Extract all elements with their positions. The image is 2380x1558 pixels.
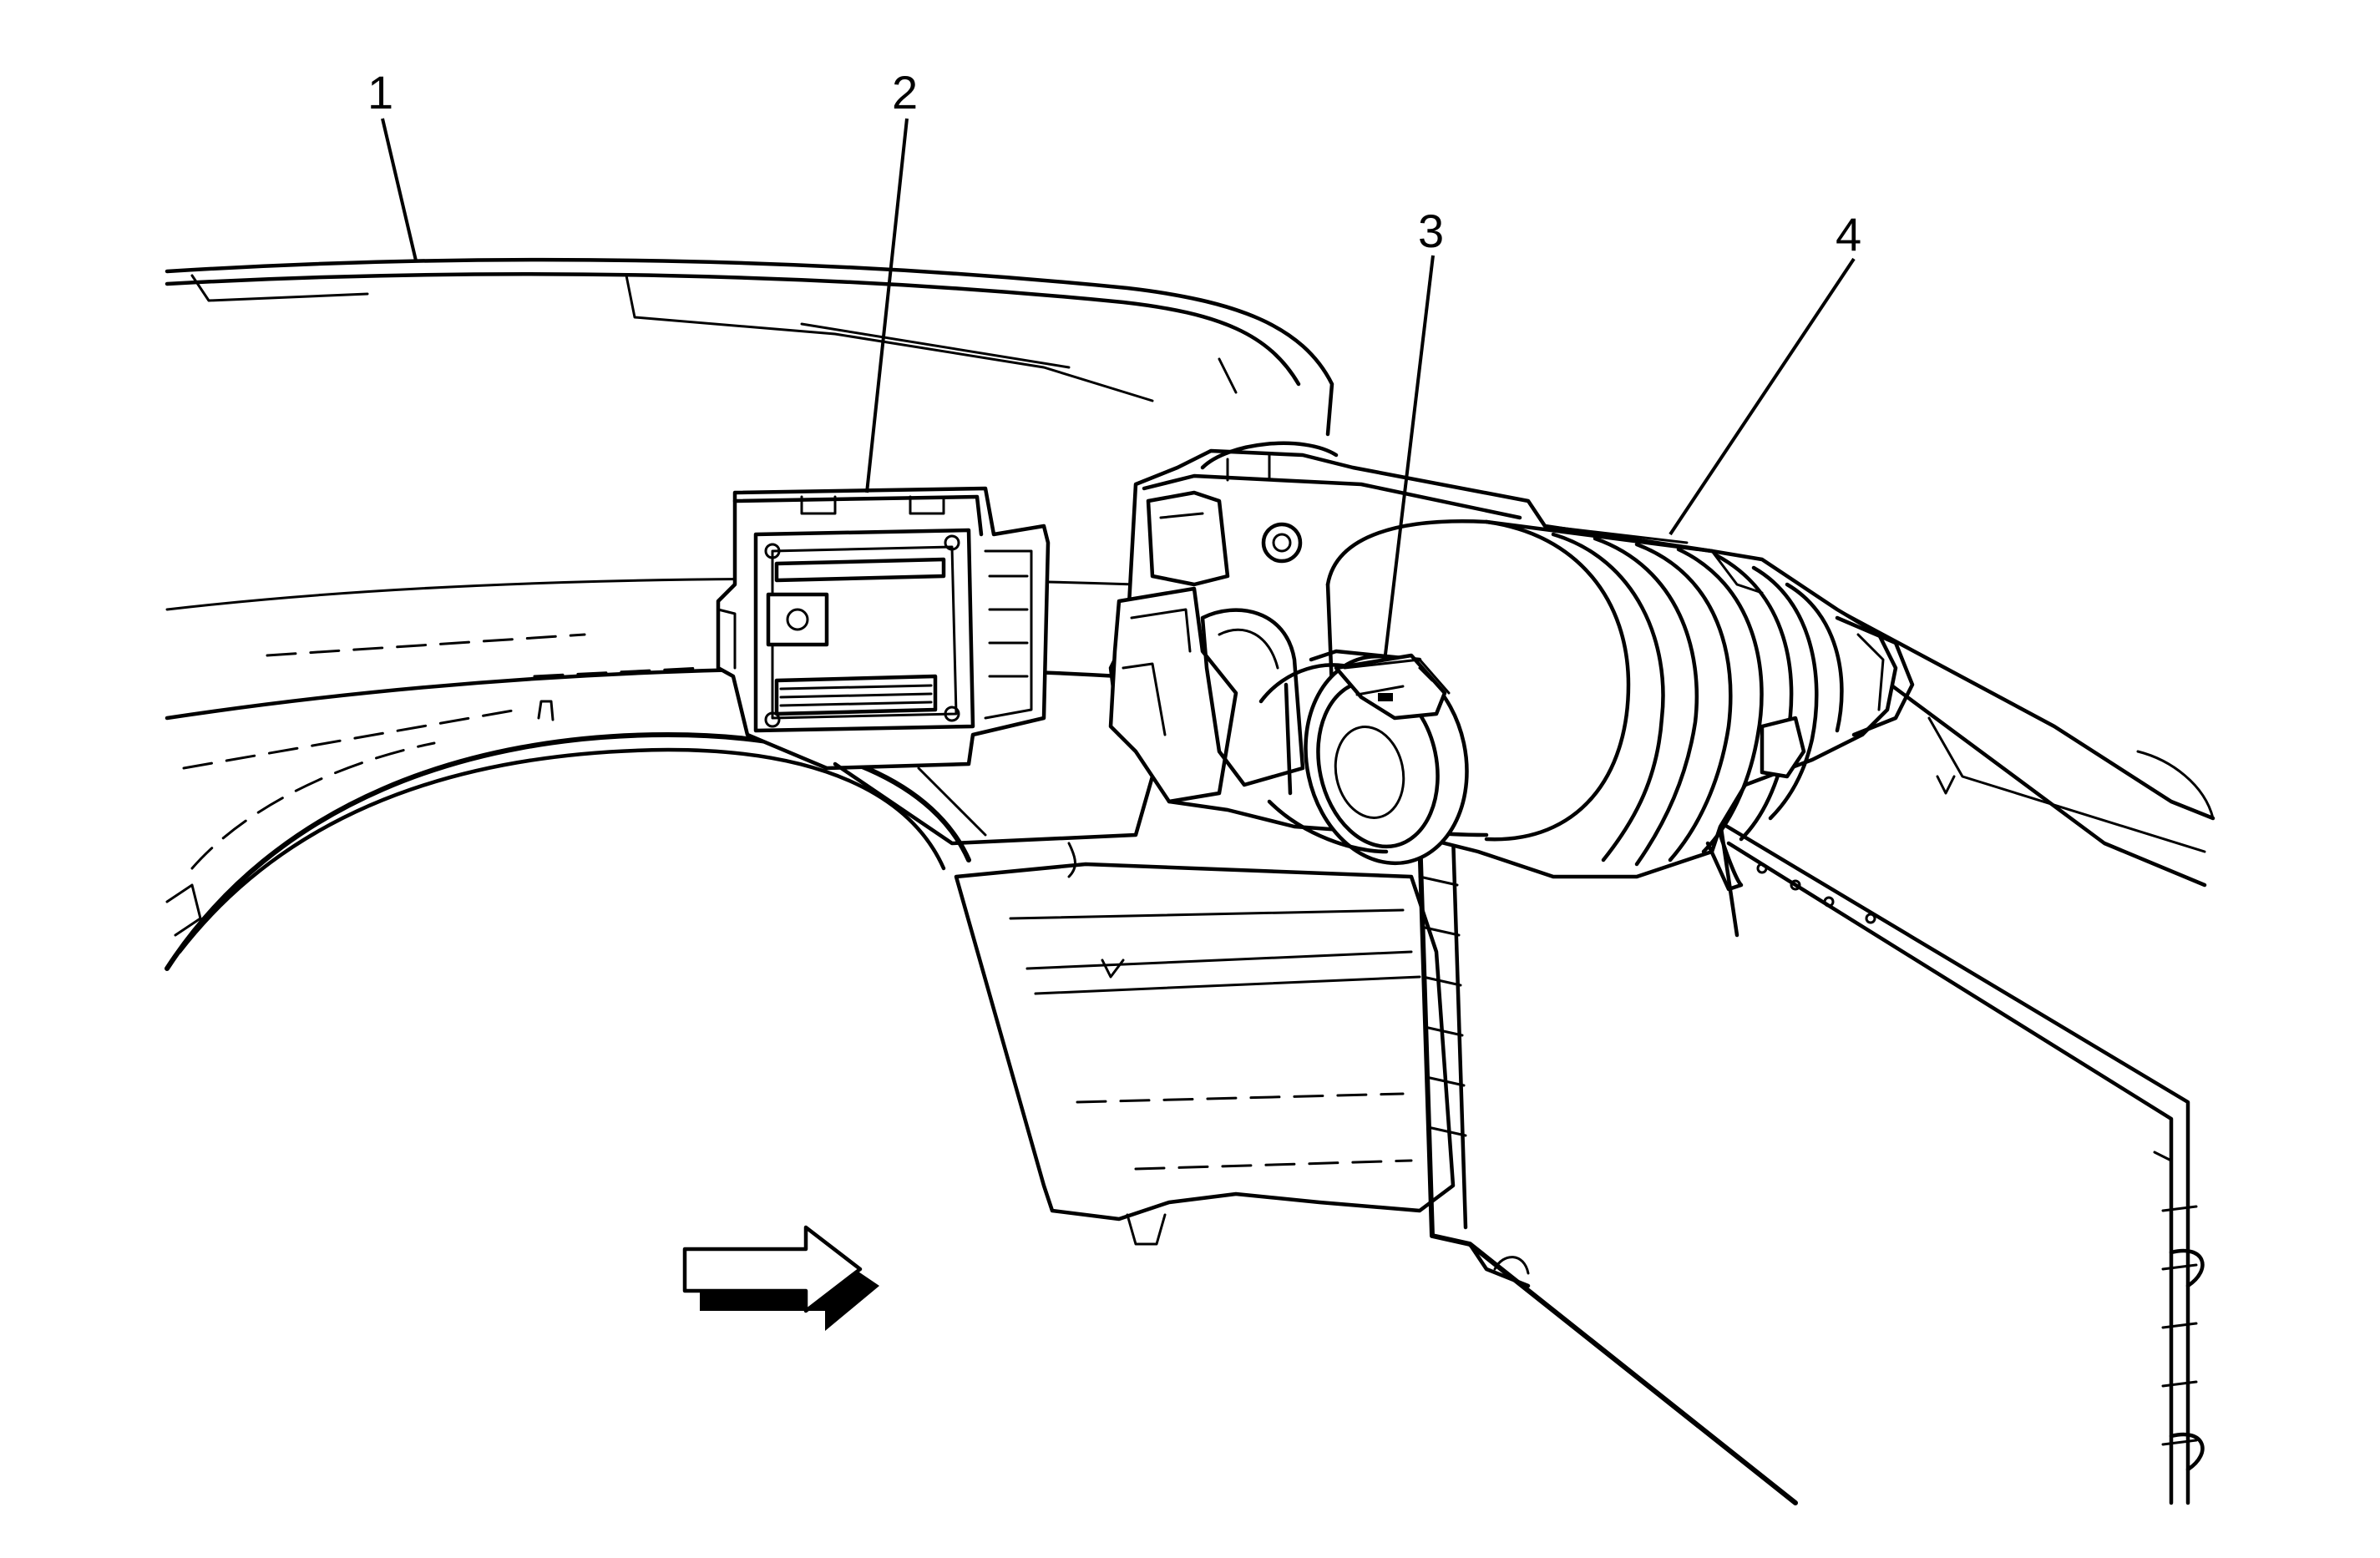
leader-lines bbox=[381, 118, 1856, 662]
mass-air-flow-sensor bbox=[1258, 649, 1469, 866]
leader-2 bbox=[865, 118, 909, 493]
callout-4: 4 bbox=[1836, 208, 1861, 261]
callout-1: 1 bbox=[367, 66, 393, 119]
leader-4 bbox=[1669, 257, 1856, 536]
body-rail bbox=[1818, 599, 2215, 888]
inner-fender-liner bbox=[954, 862, 1456, 1246]
callout-3: 3 bbox=[1418, 205, 1444, 257]
air-cleaner-housing bbox=[1108, 441, 1915, 892]
callout-2: 2 bbox=[892, 66, 918, 119]
housing-ribs bbox=[1551, 532, 1844, 867]
fender-panel bbox=[165, 257, 1334, 770]
radiator-side-holes bbox=[1756, 862, 1876, 924]
leader-1 bbox=[381, 118, 418, 261]
leader-3 bbox=[1383, 255, 1435, 662]
radiator-support bbox=[1417, 820, 2205, 1505]
forward-arrow-icon bbox=[682, 1225, 879, 1331]
engine-control-module bbox=[716, 486, 1051, 771]
wheel-arch bbox=[165, 732, 971, 971]
ecm-bracket bbox=[833, 761, 1155, 878]
radiator-fins bbox=[1418, 875, 2198, 1446]
